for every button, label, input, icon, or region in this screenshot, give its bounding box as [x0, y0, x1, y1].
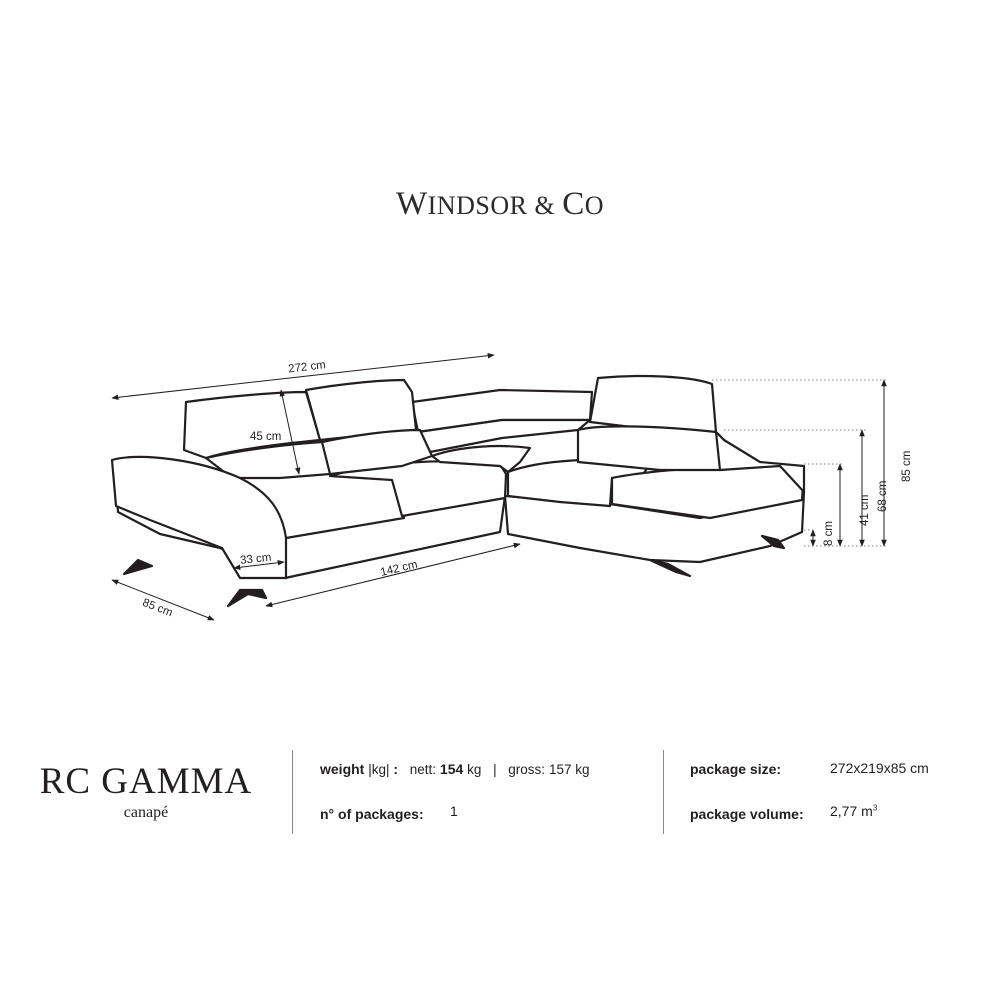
brand-logo: WINDSOR & CO — [0, 186, 1000, 223]
dimline-backrest-height — [279, 389, 301, 475]
gross-label: gross: — [508, 762, 546, 777]
label-total-height: 85 cm — [901, 451, 913, 482]
package-volume-label: package volume: — [690, 806, 804, 822]
nett-value: 154 — [439, 761, 464, 777]
right-armrest — [714, 430, 806, 494]
label-leg-height: 8 cm — [823, 521, 835, 546]
brand-rest-2: O — [584, 191, 604, 220]
product-name: RC GAMMA — [39, 761, 253, 802]
leg-4 — [760, 534, 786, 550]
brand-ampersand: & — [534, 191, 556, 220]
weight-separator: | — [493, 762, 497, 777]
sofa-drawing — [110, 374, 806, 608]
packages-value: 1 — [450, 803, 458, 819]
product-type: canapé — [123, 804, 169, 821]
weight-unit: |kg| — [368, 762, 390, 777]
label-backrest-height: 45 cm — [250, 431, 281, 443]
label-armrest-width: 33 cm — [240, 552, 272, 567]
label-seat-length: 142 cm — [379, 559, 418, 579]
dimline-depth — [111, 579, 215, 621]
label-back-height: 68 cm — [877, 481, 889, 512]
label-seat-height: 41 cm — [859, 495, 871, 526]
brand-initial-1: W — [396, 186, 428, 222]
spec-panel: RC GAMMA canapé weight |kg| : nett: 154 … — [0, 740, 1000, 850]
package-volume-exponent: 3 — [872, 803, 878, 813]
leg-3 — [648, 558, 692, 578]
package-size-label: package size: — [690, 761, 781, 777]
dimline-seat-length — [265, 542, 521, 608]
divider-1 — [292, 750, 293, 834]
label-overall-width: 272 cm — [288, 359, 327, 375]
left-lower-back-2 — [320, 428, 434, 476]
brand-initial-2: C — [562, 186, 585, 222]
weight-label: weight — [320, 761, 365, 777]
brand-rest-1: INDSOR — [427, 191, 528, 220]
leg-1 — [122, 558, 154, 576]
divider-2 — [663, 750, 664, 834]
nett-label: nett: — [409, 762, 437, 777]
gross-value: 157 kg — [548, 762, 590, 777]
package-size-label-text: package size: — [690, 761, 782, 777]
package-volume-number: 2,77 m — [830, 803, 873, 819]
leg-2 — [226, 588, 268, 608]
weight-colon: : — [393, 761, 399, 777]
corner-seat — [430, 445, 532, 474]
package-volume-value: 2,77 m3 — [830, 803, 877, 819]
right-headrest — [588, 374, 718, 434]
nett-unit: kg — [467, 762, 482, 777]
package-size-value: 272x219x85 cm — [830, 760, 929, 776]
right-lower-back — [576, 425, 726, 472]
dimline-overall-width — [111, 352, 495, 401]
package-volume-label-text: package volume: — [690, 806, 804, 822]
weight-row: weight |kg| : nett: 154 kg | gross: 157 … — [320, 761, 590, 777]
label-depth: 85 cm — [141, 597, 175, 619]
reference-lines — [712, 379, 888, 547]
packages-label: n° of packages: — [320, 806, 424, 822]
packages-row: n° of packages: — [320, 806, 424, 822]
